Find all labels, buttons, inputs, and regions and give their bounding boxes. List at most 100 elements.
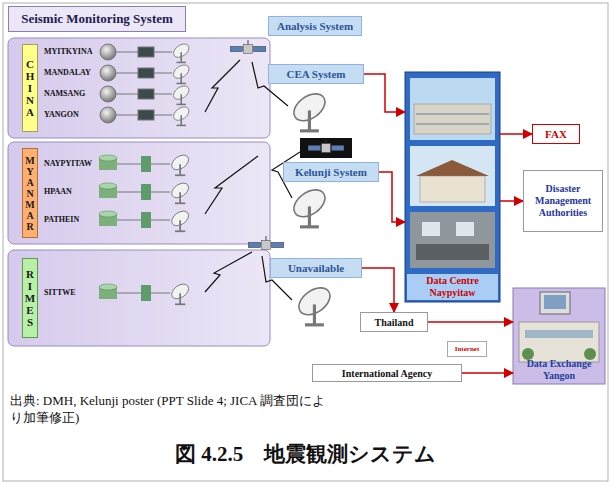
wire	[154, 52, 172, 53]
node-text: Unavailable	[288, 262, 344, 274]
ground-dish	[289, 88, 330, 130]
heading-box: Seismic Monitoring System	[8, 6, 186, 32]
node-text: Seismic Monitoring System	[21, 11, 173, 27]
data-exchange-panel	[513, 288, 605, 384]
wire	[151, 164, 170, 165]
photo-screen	[456, 222, 474, 236]
country-tag: RIMES	[22, 258, 38, 338]
photo-screen	[422, 222, 440, 236]
dish-icon	[171, 83, 191, 104]
wire	[117, 192, 141, 193]
figure-frame	[3, 3, 608, 481]
node-text: MYANMAR	[25, 155, 35, 232]
station-name: MYITKYINA	[44, 47, 92, 57]
photo-sky	[410, 78, 495, 140]
photo-sky	[410, 146, 495, 206]
photo-building	[420, 176, 485, 202]
rimes-band	[8, 250, 270, 346]
data-centre-box: Data Centre Naypyitaw	[405, 72, 500, 302]
node-text: Data Exchange Yangon	[515, 358, 603, 382]
wire	[116, 94, 138, 95]
station-name: MANDALAY	[44, 68, 91, 78]
country-band: NAYPYITAWHPAANPATHEINMYANMAR	[8, 142, 270, 244]
dish-icon	[171, 62, 191, 83]
country-box: Thailand	[360, 312, 428, 332]
recorder-icon	[138, 89, 154, 99]
myanmar-band	[8, 142, 270, 244]
network-tag: Internet	[447, 341, 487, 357]
photo-building	[519, 322, 599, 362]
china-band	[8, 38, 270, 138]
arrow-connector	[462, 372, 513, 374]
wire	[117, 293, 141, 294]
seismometer-icon	[100, 65, 116, 81]
node-text: Internet	[455, 345, 480, 353]
wire	[116, 52, 138, 53]
china-stations	[100, 44, 172, 123]
arrow-connector	[428, 321, 513, 323]
radio-link	[205, 252, 252, 292]
recorder-icon	[141, 184, 151, 200]
country-tag: CHINA	[22, 44, 38, 132]
wire	[154, 94, 172, 95]
sensor-icon	[99, 183, 117, 189]
myanmar-stations	[99, 155, 170, 301]
satellite-icon	[230, 40, 266, 54]
radio-link	[205, 60, 240, 112]
satellite-photo	[300, 138, 352, 158]
dish-icon	[169, 180, 191, 203]
figure-title: 図 4.2.5 地震観測システム	[0, 440, 611, 468]
photo-window	[525, 330, 593, 338]
arrow-connector	[362, 268, 394, 312]
recorder-icon	[138, 47, 154, 57]
arrow-connector	[364, 74, 405, 112]
arrow-connector	[500, 133, 532, 135]
computer-icon	[540, 292, 570, 314]
recorder-icon	[138, 110, 154, 120]
wire	[151, 220, 170, 221]
wire	[117, 220, 141, 221]
wire	[117, 164, 141, 165]
recorder-icon	[141, 285, 151, 301]
dish-icon	[169, 152, 191, 175]
dish-icon	[169, 208, 191, 231]
sensor-icon	[99, 284, 117, 290]
photo-window	[416, 124, 489, 125]
dish-icon	[169, 281, 191, 304]
radio-link	[205, 156, 258, 214]
node-text: Disaster Management Authorities	[526, 183, 600, 219]
wire	[116, 115, 138, 116]
sensor-icon	[99, 211, 117, 217]
node-text: Kelunji System	[295, 166, 367, 178]
authority-box: Disaster Management Authorities	[523, 170, 603, 232]
wire	[154, 115, 172, 116]
ground-dish	[289, 184, 330, 226]
node-text: CEA System	[287, 68, 346, 80]
station-name: HPAAN	[44, 187, 72, 197]
station-name: PATHEIN	[44, 215, 79, 225]
recorder-icon	[138, 68, 154, 78]
station-name: YANGON	[44, 110, 79, 120]
system-box: CEA System	[268, 64, 364, 84]
node-text: Data Centre Naypyitaw	[407, 274, 498, 300]
wire	[151, 192, 170, 193]
wire	[151, 293, 170, 294]
fax-box: FAX	[532, 124, 580, 144]
sensor-icon	[99, 155, 117, 161]
wire	[154, 73, 172, 74]
node-text: CHINA	[25, 58, 36, 118]
dish-icon	[171, 41, 191, 62]
source-caption: 出典: DMH, Kelunji poster (PPT Slide 4; JI…	[10, 392, 328, 426]
photo-desk	[416, 244, 489, 260]
system-box: Kelunji System	[283, 162, 379, 182]
photo-interior	[410, 212, 495, 268]
dish-icon	[171, 104, 191, 125]
node-text: RIMES	[25, 268, 36, 328]
node-text: Analysis System	[277, 20, 353, 32]
arrow-connector	[379, 172, 405, 222]
data-centre-panel	[405, 72, 500, 302]
country-tag: MYANMAR	[22, 148, 38, 238]
computer-screen	[544, 295, 566, 309]
recorder-icon	[141, 212, 151, 228]
